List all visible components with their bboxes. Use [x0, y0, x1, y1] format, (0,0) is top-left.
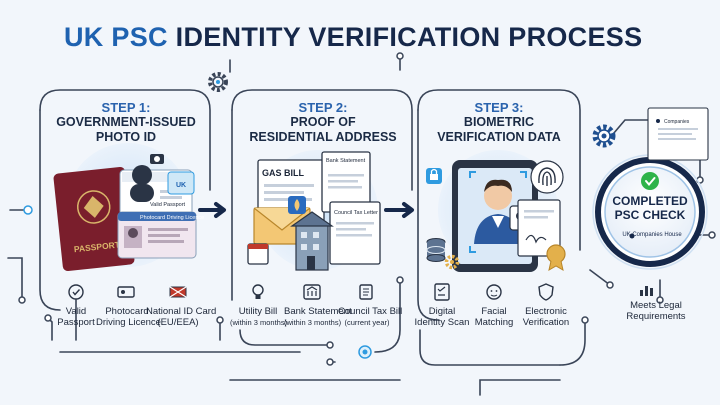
- bank-statement-label: Bank Statement: [326, 158, 366, 164]
- gear-icon: [208, 72, 228, 92]
- shield-check-icon: [68, 284, 84, 300]
- bank-icon: [303, 284, 321, 300]
- database-icon: [426, 238, 446, 262]
- passport-cover-text: PASSPORT: [73, 239, 121, 254]
- fingerprint-icon: [530, 160, 564, 194]
- item-council-tax: Council Tax Bill (current year): [338, 306, 403, 327]
- step2-heading: STEP 2: PROOF OF RESIDENTIAL ADDRESS: [249, 100, 397, 144]
- companies-document: [647, 107, 709, 161]
- flag-card-icon: [169, 286, 187, 298]
- tablet-icon: [452, 160, 538, 272]
- crest-icon: [629, 233, 635, 239]
- circuit-lines: [7, 55, 713, 396]
- calendar-icon: [247, 243, 269, 265]
- badge-title: COMPLETED PSC CHECK: [612, 194, 688, 222]
- checklist-icon: [434, 283, 450, 301]
- gear-icon: [592, 124, 616, 148]
- face-scan-icon: [486, 284, 502, 300]
- document-icon: [359, 284, 373, 300]
- arrow-right-icon: [198, 202, 226, 218]
- gear-icon: [444, 254, 460, 270]
- legal-requirements: Meets Legal Requirements: [626, 300, 686, 322]
- step1-heading: STEP 1: GOVERNMENT-ISSUED PHOTO ID: [56, 100, 196, 144]
- item-bank-statement: Bank Statement (within 3 months): [284, 306, 352, 327]
- item-facial-matching: Facial Matching: [474, 306, 514, 328]
- licence-tag: Photocard Driving Licence: [140, 215, 204, 221]
- flame-icon: [288, 196, 306, 214]
- valid-passport-tag: Valid Passport: [150, 202, 186, 208]
- item-electronic-verification: Electronic Verification: [522, 306, 570, 328]
- check-icon: [641, 172, 659, 190]
- item-driving-licence: Photocard Driving Licence: [96, 306, 161, 328]
- id-card-small-icon: [117, 286, 135, 298]
- page-title: UK PSC IDENTITY VERIFICATION PROCESS: [64, 22, 643, 52]
- item-utility-bill: Utility Bill (within 3 months): [230, 306, 288, 327]
- shield-icon: [538, 283, 554, 301]
- item-digital-scan: Digital Identity Scan: [414, 306, 470, 328]
- driving-licence-icon: [117, 211, 197, 259]
- companies-doc-label: Companies: [664, 119, 690, 125]
- arrow-right-icon: [384, 202, 414, 218]
- badge-org: UK Companies House: [622, 232, 682, 238]
- uk-card-icon: [167, 171, 195, 195]
- gas-bill-label: GAS BILL: [262, 168, 305, 178]
- camera-icon: [150, 154, 164, 164]
- building-icon: [290, 211, 334, 271]
- council-tax-document: [329, 201, 381, 265]
- bar-chart-icon: [640, 286, 653, 296]
- item-national-id: National ID Card (EU/EEA): [146, 306, 217, 328]
- completed-badge: [592, 154, 708, 270]
- lightbulb-icon: [252, 284, 264, 299]
- lock-icon: [426, 168, 442, 184]
- council-tax-label: Council Tax Letter: [334, 210, 378, 216]
- item-valid-passport: Valid Passport: [57, 306, 95, 328]
- passport-icon: [53, 167, 135, 271]
- circuit-nodes: [18, 52, 716, 366]
- step3-heading: STEP 3: BIOMETRIC VERIFICATION DATA: [437, 100, 561, 144]
- signed-document-icon: [517, 199, 561, 257]
- uk-card-text: UK: [176, 182, 186, 189]
- award-seal-icon: [546, 244, 566, 271]
